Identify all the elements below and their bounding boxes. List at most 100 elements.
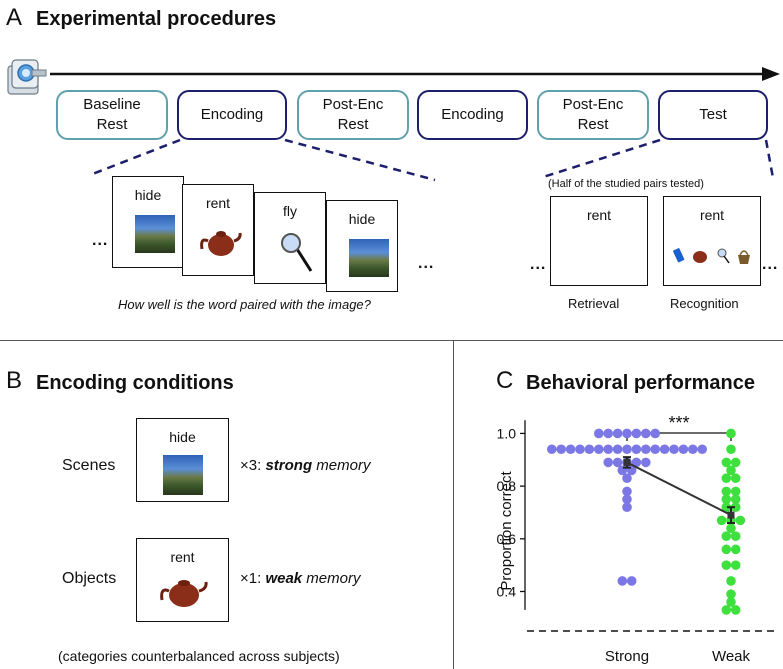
condition-category: Objects bbox=[62, 570, 117, 587]
card-word: hide bbox=[134, 187, 162, 203]
y-tick-label: 0.6 bbox=[497, 531, 517, 547]
data-point bbox=[721, 457, 732, 468]
data-point bbox=[594, 428, 604, 439]
panel-c-letter: C bbox=[496, 367, 514, 394]
data-point bbox=[631, 428, 642, 439]
data-point bbox=[730, 560, 741, 570]
data-point bbox=[730, 544, 741, 555]
data-point bbox=[721, 473, 732, 484]
data-point bbox=[730, 494, 741, 505]
data-point bbox=[622, 428, 632, 439]
data-point bbox=[730, 502, 741, 512]
data-point bbox=[603, 428, 613, 439]
test-note: (Half of the studied pairs tested) bbox=[548, 178, 704, 190]
teapot-icon bbox=[200, 231, 242, 256]
mri-scanner-icon bbox=[7, 59, 47, 95]
panel-a-letter: A bbox=[6, 4, 23, 31]
data-point bbox=[678, 444, 689, 455]
data-point bbox=[631, 444, 642, 455]
data-point bbox=[730, 605, 741, 615]
recognition-options-icon bbox=[673, 248, 750, 264]
data-point bbox=[547, 444, 557, 455]
card-word: hide bbox=[169, 429, 196, 445]
expansion-lines bbox=[89, 138, 775, 182]
phase-label: Rest bbox=[96, 116, 128, 133]
data-point bbox=[612, 428, 623, 439]
data-point bbox=[726, 465, 736, 476]
panel-b-letter: B bbox=[6, 367, 23, 394]
data-point bbox=[556, 444, 566, 455]
data-point bbox=[603, 444, 613, 455]
condition-strength: weak bbox=[265, 570, 303, 587]
phase-label: Baseline bbox=[83, 96, 141, 113]
ellipsis-right: ... bbox=[418, 255, 435, 272]
data-point bbox=[726, 444, 736, 455]
ellipsis-test-right: ... bbox=[762, 256, 779, 273]
card-word: fly bbox=[283, 203, 297, 219]
data-point bbox=[721, 544, 732, 555]
condition-card-scenes: hide bbox=[136, 418, 229, 502]
card-word: rent bbox=[699, 207, 725, 223]
data-point bbox=[612, 444, 623, 455]
data-point bbox=[730, 457, 741, 468]
mean-connector-line bbox=[626, 461, 732, 516]
data-point bbox=[641, 457, 651, 468]
data-point bbox=[617, 576, 628, 586]
condition-multiplier: ×3: bbox=[240, 457, 266, 474]
data-point bbox=[735, 515, 746, 526]
data-point bbox=[726, 523, 736, 534]
phase-label: Rest bbox=[577, 116, 609, 133]
condition-strength-text: ×1: weak memory bbox=[240, 570, 360, 587]
phase-label: Encoding bbox=[200, 106, 264, 123]
data-point bbox=[565, 444, 576, 455]
panel-a-title: Experimental procedures bbox=[36, 8, 277, 30]
data-point bbox=[626, 576, 637, 586]
data-point bbox=[669, 444, 679, 455]
y-axis-label: Proportion correct bbox=[498, 471, 515, 591]
panel-separator-horizontal bbox=[0, 340, 783, 341]
scene-image bbox=[163, 455, 203, 495]
data-point bbox=[622, 473, 632, 484]
x-category-label: Strong bbox=[605, 648, 649, 665]
condition-multiplier: ×1: bbox=[240, 570, 266, 587]
data-point bbox=[688, 444, 698, 455]
data-point bbox=[631, 457, 642, 468]
condition-category: Scenes bbox=[62, 457, 116, 474]
encoding-question: How well is the word paired with the ima… bbox=[118, 297, 371, 312]
data-point bbox=[716, 515, 727, 526]
data-point bbox=[622, 486, 632, 497]
y-tick-label: 0.4 bbox=[497, 583, 517, 599]
data-point bbox=[650, 444, 660, 455]
data-point bbox=[584, 444, 595, 455]
retrieval-card: rent bbox=[550, 196, 648, 286]
card-word: hide bbox=[348, 211, 376, 227]
counterbalance-note: (categories counterbalanced across subje… bbox=[58, 648, 340, 664]
data-point bbox=[641, 444, 651, 455]
data-point bbox=[721, 494, 732, 505]
panel-b-title: Encoding conditions bbox=[36, 372, 234, 394]
condition-suffix: memory bbox=[312, 457, 371, 474]
phase-label: Test bbox=[699, 106, 727, 123]
card-word: rent bbox=[205, 195, 231, 211]
teapot-icon bbox=[160, 580, 208, 607]
data-point bbox=[726, 428, 736, 439]
condition-suffix: memory bbox=[302, 570, 361, 587]
data-point bbox=[721, 605, 732, 615]
data-point bbox=[730, 531, 741, 541]
phase-encoding-2: Encoding bbox=[417, 90, 528, 140]
significance-label: *** bbox=[668, 413, 689, 433]
data-point bbox=[622, 494, 632, 505]
recognition-caption: Recognition bbox=[670, 296, 739, 311]
panel-c-title: Behavioral performance bbox=[526, 372, 755, 394]
mean-marker bbox=[727, 511, 735, 519]
scene-image bbox=[349, 239, 389, 277]
y-tick-label: 1.0 bbox=[497, 425, 517, 441]
condition-strength: strong bbox=[265, 457, 313, 474]
data-point bbox=[575, 444, 585, 455]
recognition-card: rent bbox=[663, 196, 761, 286]
data-point bbox=[697, 444, 707, 455]
data-point bbox=[650, 428, 660, 439]
